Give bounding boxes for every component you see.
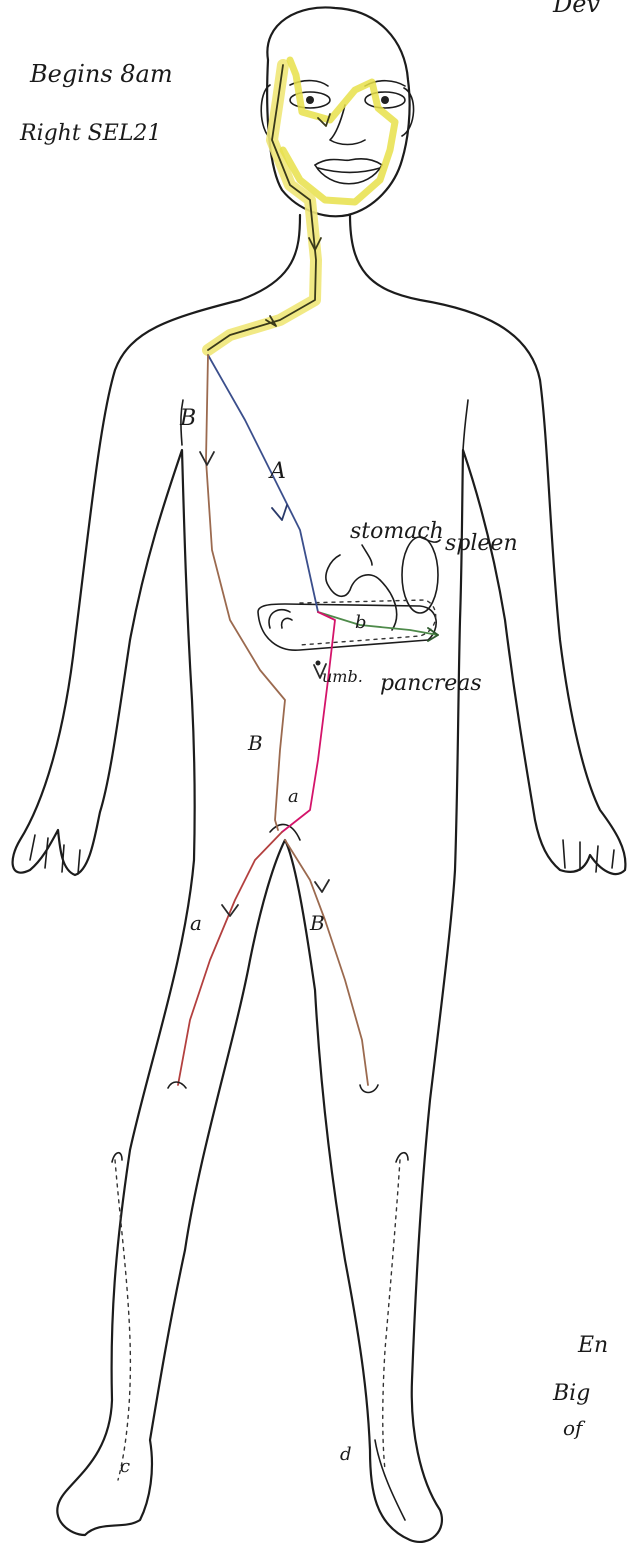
path-b-right-leg xyxy=(285,840,368,1085)
green-branch-line xyxy=(318,612,438,635)
pancreas-branch xyxy=(318,612,438,641)
path-b-leg-end xyxy=(360,1085,378,1093)
label-small-c: c xyxy=(120,1456,130,1477)
umbilicus-dot xyxy=(316,661,321,666)
path-a-blue xyxy=(208,355,318,612)
note-right-sel: Right SEL21 xyxy=(19,121,161,146)
label-small-d: d xyxy=(340,1444,352,1465)
left-armpit xyxy=(463,400,468,450)
label-umb: umb. xyxy=(322,667,363,686)
left-shin-dotted xyxy=(383,1160,400,1470)
crotch-line xyxy=(270,824,300,840)
left-leg-path xyxy=(168,832,282,1088)
right-fingers xyxy=(30,835,80,874)
stomach-top xyxy=(362,545,372,565)
left-shin-hook xyxy=(396,1153,408,1162)
label-small-a-left: a xyxy=(190,911,202,935)
left-leg-end xyxy=(168,1082,186,1088)
label-spleen: spleen xyxy=(445,531,518,556)
path-a-arrow xyxy=(272,505,287,520)
left-pupil xyxy=(381,96,389,104)
spleen-outline xyxy=(402,537,438,613)
path-b-brown xyxy=(200,355,378,1093)
lower-lip xyxy=(315,165,382,184)
left-foot-line xyxy=(375,1440,405,1520)
label-path-b-upper: B xyxy=(179,406,196,431)
label-path-b-right: B xyxy=(309,911,325,935)
path-a-line xyxy=(208,355,318,612)
label-pancreas: pancreas xyxy=(380,671,482,696)
mouth-line xyxy=(318,168,380,173)
pancreas-dotted-outline xyxy=(300,600,436,645)
note-begins: Begins 8am xyxy=(29,60,173,88)
body-outline xyxy=(13,215,626,1542)
path-b-leg-arrow xyxy=(315,880,329,892)
end-fragment-2: Big xyxy=(552,1381,590,1406)
pancreas-outline xyxy=(258,604,436,650)
pancreas-curve-2 xyxy=(282,618,292,628)
label-stomach: stomach xyxy=(350,519,444,544)
end-fragment-3: of xyxy=(563,1416,586,1440)
label-path-a: A xyxy=(268,459,286,484)
label-small-b: b xyxy=(355,612,367,633)
label-path-b-lower: B xyxy=(247,731,263,755)
upper-lip xyxy=(315,159,382,165)
right-pupil xyxy=(306,96,314,104)
path-b-line xyxy=(206,355,285,830)
right-shin-hook xyxy=(112,1153,122,1162)
end-fragment-1: En xyxy=(577,1333,608,1358)
corner-fragment: Dev xyxy=(552,0,600,18)
label-small-a-center: a xyxy=(288,786,299,807)
